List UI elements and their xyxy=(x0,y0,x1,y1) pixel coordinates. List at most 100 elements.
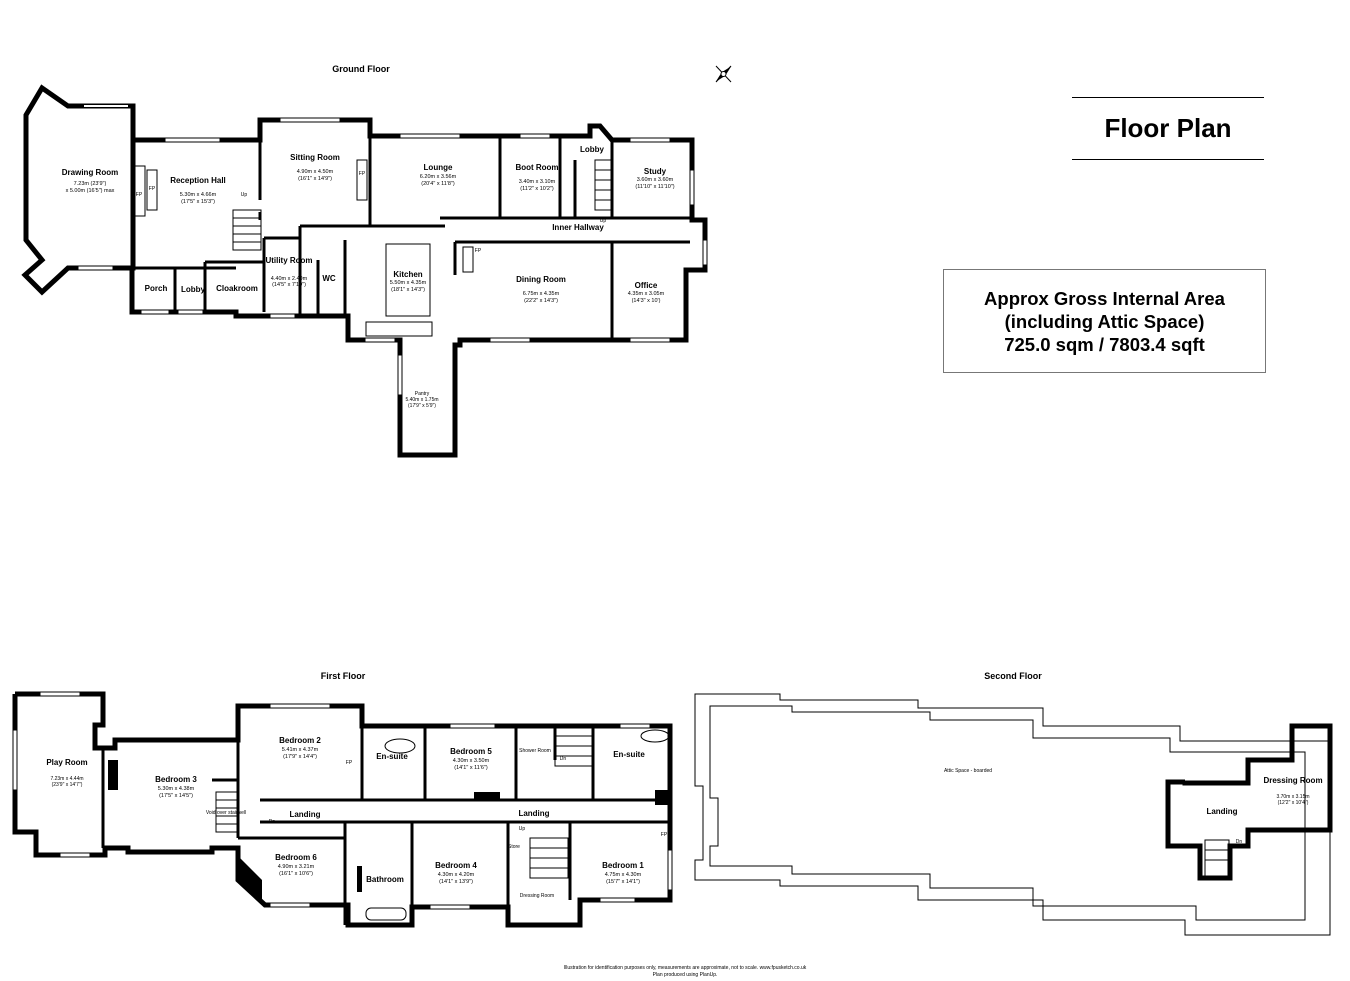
svg-text:(20'4" x 11'8"): (20'4" x 11'8") xyxy=(421,181,455,187)
svg-text:7.23m (23'9"): 7.23m (23'9") xyxy=(74,181,107,187)
svg-text:4.35m x 3.05m: 4.35m x 3.05m xyxy=(628,291,665,297)
room-label: Kitchen xyxy=(393,270,422,279)
svg-text:5.41m x 4.37m: 5.41m x 4.37m xyxy=(282,747,319,753)
svg-text:3.70m x 3.15m: 3.70m x 3.15m xyxy=(1276,794,1309,800)
svg-text:3.60m x 3.60m: 3.60m x 3.60m xyxy=(637,177,674,183)
stair-marker: Dn xyxy=(269,819,276,825)
room-label: Landing xyxy=(289,810,320,819)
room-label: Lobby xyxy=(181,285,206,294)
ground-floor-plan: Ground Floor xyxy=(21,64,732,458)
svg-text:4.30m x 3.50m: 4.30m x 3.50m xyxy=(453,758,490,764)
gross-area-box: Approx Gross Internal Area (including At… xyxy=(943,269,1266,373)
svg-text:(11'10" x 11'10"): (11'10" x 11'10") xyxy=(635,184,674,190)
svg-text:(14'1" x 11'6"): (14'1" x 11'6") xyxy=(454,765,488,771)
area-line-1: Approx Gross Internal Area xyxy=(984,287,1225,309)
room-label: Landing xyxy=(1206,807,1237,816)
svg-text:(12'2" x 10'4"): (12'2" x 10'4") xyxy=(1278,800,1309,806)
svg-text:3.40m x 3.10m: 3.40m x 3.10m xyxy=(519,179,556,185)
room-label: Inner Hallway xyxy=(552,223,604,232)
svg-text:(22'2" x 14'3"): (22'2" x 14'3") xyxy=(524,298,558,304)
svg-text:4.90m x 4.50m: 4.90m x 4.50m xyxy=(297,169,334,175)
room-label: Utility Room xyxy=(265,256,312,265)
fp-marker: FP xyxy=(661,832,668,838)
room-label: Boot Room xyxy=(515,163,558,172)
room-label: Reception Hall xyxy=(170,176,226,185)
svg-text:(23'9" x 14'7"): (23'9" x 14'7") xyxy=(52,782,83,788)
svg-text:5.50m x 4.35m: 5.50m x 4.35m xyxy=(390,280,427,286)
svg-text:6.75m x 4.35m: 6.75m x 4.35m xyxy=(523,291,560,297)
room-label: Lounge xyxy=(424,163,453,172)
fp-marker: FP xyxy=(346,760,353,766)
svg-text:(16'1" x 14'9"): (16'1" x 14'9") xyxy=(298,176,332,182)
first-floor-title: First Floor xyxy=(321,671,366,681)
room-label: Play Room xyxy=(46,758,87,767)
svg-text:x 5.00m (16'5") max: x 5.00m (16'5") max xyxy=(66,188,115,194)
fp-marker: FP xyxy=(475,248,482,254)
svg-text:(14'5" x 7'10"): (14'5" x 7'10") xyxy=(272,282,306,288)
room-label: Bedroom 3 xyxy=(155,775,197,784)
svg-text:5.30m x 4.66m: 5.30m x 4.66m xyxy=(180,192,217,198)
fp-marker: FP xyxy=(149,186,156,192)
room-label: Bedroom 6 xyxy=(275,853,317,862)
area-line-2: (including Attic Space) xyxy=(1004,310,1205,332)
room-label: Dining Room xyxy=(516,275,566,284)
compass-icon xyxy=(715,65,732,83)
stair-marker: Dn xyxy=(560,756,567,762)
room-label: Shower Room xyxy=(519,748,551,754)
svg-text:4.30m x 4.20m: 4.30m x 4.20m xyxy=(438,872,475,878)
room-label: Landing xyxy=(518,809,549,818)
plan-title: Floor Plan xyxy=(1104,113,1232,143)
fp-marker: FP xyxy=(136,192,143,198)
room-label: Study xyxy=(644,167,667,176)
plan-title-box: Floor Plan xyxy=(1072,97,1264,160)
room-label: Store xyxy=(508,844,520,850)
svg-text:(17'5" x 15'3"): (17'5" x 15'3") xyxy=(181,199,215,205)
svg-text:4.40m x 2.40m: 4.40m x 2.40m xyxy=(271,276,308,282)
svg-text:(18'1" x 14'3"): (18'1" x 14'3") xyxy=(391,287,425,293)
room-label: Bedroom 2 xyxy=(279,736,321,745)
svg-text:(16'1" x 10'6"): (16'1" x 10'6") xyxy=(279,871,313,877)
room-label: Dressing Room xyxy=(1263,776,1322,785)
room-label: Porch xyxy=(145,284,168,293)
svg-text:(11'2" x 10'2"): (11'2" x 10'2") xyxy=(520,186,554,192)
svg-text:(17'5" x 14'5"): (17'5" x 14'5") xyxy=(159,793,193,799)
svg-text:(17'9" x 14'4"): (17'9" x 14'4") xyxy=(283,754,317,760)
stair-marker: Up xyxy=(600,218,607,224)
room-label: Dressing Room xyxy=(520,893,554,899)
second-floor-title: Second Floor xyxy=(984,671,1042,681)
room-label: Bedroom 4 xyxy=(435,861,477,870)
room-label: Drawing Room xyxy=(62,168,118,177)
svg-text:(14'3" x 10'): (14'3" x 10') xyxy=(632,298,661,304)
room-label: Sitting Room xyxy=(290,153,340,162)
room-label: Cloakroom xyxy=(216,284,258,293)
svg-text:(17'9" x 5'9"): (17'9" x 5'9") xyxy=(408,403,436,409)
room-label: En-suite xyxy=(613,750,645,759)
room-label: Void over stairwell xyxy=(206,810,246,816)
area-line-3: 725.0 sqm / 7803.4 sqft xyxy=(1004,333,1205,355)
svg-text:7.23m x 4.44m: 7.23m x 4.44m xyxy=(50,776,83,782)
room-label: Pantry xyxy=(415,391,430,397)
room-label: Bedroom 5 xyxy=(450,747,492,756)
svg-text:4.90m x 3.21m: 4.90m x 3.21m xyxy=(278,864,315,870)
room-label: WC xyxy=(322,274,336,283)
stair-marker: Up xyxy=(519,826,526,832)
stair-marker: Up xyxy=(241,192,248,198)
first-floor-plan: First Floor xyxy=(12,671,673,928)
room-label: Bathroom xyxy=(366,875,404,884)
second-floor-plan: Second Floor Attic Space - boarded Landi… xyxy=(694,671,1333,936)
svg-text:(14'1" x 13'9"): (14'1" x 13'9") xyxy=(439,879,473,885)
svg-text:5.30m x 4.38m: 5.30m x 4.38m xyxy=(158,786,195,792)
svg-text:5.40m x 1.75m: 5.40m x 1.75m xyxy=(405,397,438,403)
stair-marker: Dn xyxy=(1236,839,1243,845)
room-label: Attic Space - boarded xyxy=(944,768,992,774)
ground-floor-title: Ground Floor xyxy=(332,64,390,74)
room-label: Lobby xyxy=(580,145,605,154)
room-label: Bedroom 1 xyxy=(602,861,644,870)
svg-text:6.20m x 3.56m: 6.20m x 3.56m xyxy=(420,174,457,180)
fp-marker: FP xyxy=(359,171,366,177)
room-label: En-suite xyxy=(376,752,408,761)
disclaimer: Illustration for identification purposes… xyxy=(563,965,807,978)
svg-text:(15'7" x 14'1"): (15'7" x 14'1") xyxy=(606,879,640,885)
svg-text:4.75m x 4.30m: 4.75m x 4.30m xyxy=(605,872,642,878)
